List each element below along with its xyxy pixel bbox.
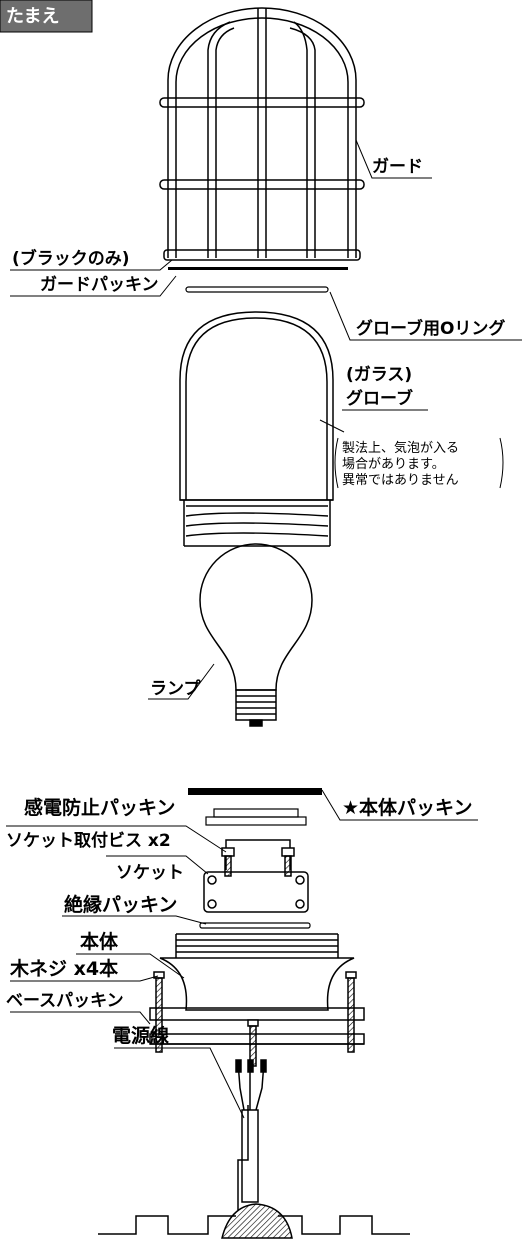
label-power-cord: 電源線 <box>112 1024 169 1047</box>
globe-oring-part <box>185 286 329 293</box>
label-body: 本体 <box>80 930 119 953</box>
label-guard-packing: ガードパッキン <box>40 275 159 295</box>
guard-packing-part <box>168 267 348 270</box>
label-body-packing: ★本体パッキン <box>342 796 472 819</box>
leader-lines <box>6 139 522 1119</box>
label-shock-packing: 感電防止パッキン <box>24 796 175 819</box>
label-glass: (ガラス) <box>346 365 412 385</box>
header-tab: たまえ <box>0 0 93 33</box>
label-guard: ガード <box>372 157 423 177</box>
label-black-only: (ブラックのみ) <box>12 248 130 269</box>
body-part <box>149 933 365 1067</box>
label-socket-screw: ソケット取付ビス x2 <box>6 830 171 851</box>
insulation-packing-part <box>199 922 311 929</box>
body-packing-part <box>188 788 322 795</box>
socket-part <box>203 839 309 913</box>
label-insulation-packing: 絶縁パッキン <box>64 893 177 916</box>
guard-cage <box>159 7 365 261</box>
lamp-bulb <box>199 543 313 727</box>
note-bracket <box>334 437 504 489</box>
note-line-2: 場合があります。 <box>342 457 445 472</box>
note-line-1: 製法上、気泡が入る <box>342 440 459 456</box>
glass-globe <box>179 311 334 547</box>
label-globe-oring: グローブ用Oリング <box>356 318 505 339</box>
header-title: たまえ <box>6 6 59 27</box>
label-globe: グローブ <box>346 388 413 409</box>
label-socket: ソケット <box>116 863 184 883</box>
shock-packing-part <box>205 808 307 826</box>
label-base-packing: ベースパッキン <box>6 991 124 1011</box>
wall-surface <box>98 1203 410 1239</box>
power-cord <box>235 1059 267 1210</box>
label-lamp: ランプ <box>150 678 201 699</box>
label-wood-screw: 木ネジ x4本 <box>9 957 118 980</box>
note-line-3: 異常ではありません <box>342 473 459 488</box>
